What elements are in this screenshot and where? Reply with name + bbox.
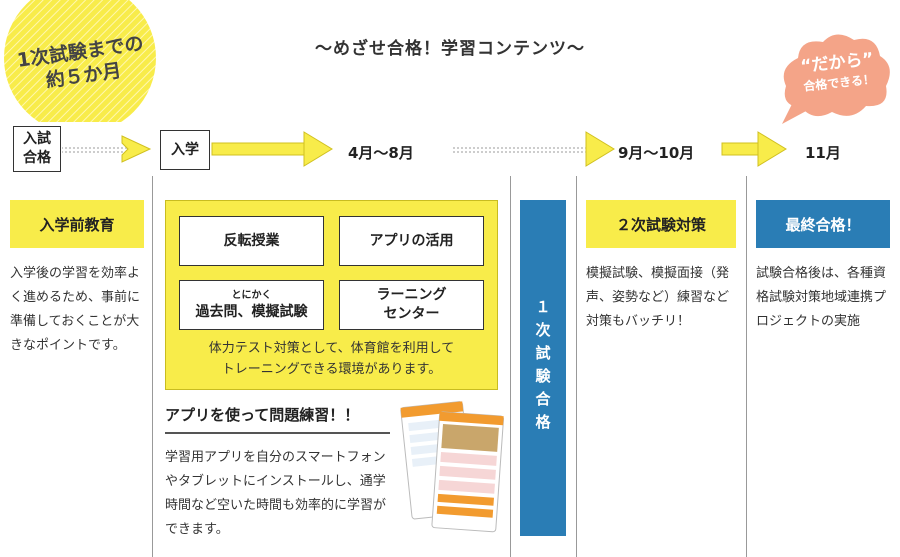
stage1-line-1: 入試 [23, 131, 51, 147]
app-title-underline [165, 432, 390, 434]
learning-center-line-1: ラーニング [376, 287, 447, 303]
arrow-3-icon [452, 131, 615, 167]
final-pass-text: 試験合格後は、各種資格試験対策地域連携プロジェクトの実施 [756, 266, 887, 329]
arrow-1-icon [62, 135, 152, 163]
final-pass-heading: 最終合格！ [756, 200, 890, 248]
learning-center-box: ラーニング センター [339, 280, 484, 330]
column-divider-4 [746, 176, 747, 557]
months-burst-badge [0, 0, 172, 122]
timeline-arrows [62, 131, 787, 167]
cloud-bubble-icon [782, 34, 890, 124]
flipped-class-label: 反転授業 [223, 232, 280, 249]
arrow-2-icon [211, 131, 333, 167]
pre-education-text: 入学後の学習を効率よく進めるため、事前に準備しておくことが大きなポイントです。 [10, 266, 141, 353]
arrow-4-icon [721, 131, 787, 167]
flipped-class-box: 反転授業 [179, 216, 324, 266]
month-nov: 11月 [805, 144, 841, 162]
past-exams-small-label: とにかく [231, 289, 272, 301]
column-divider-1 [152, 176, 153, 557]
stage-enrollment: 入学 [160, 130, 210, 170]
pre-education-heading: 入学前教育 [10, 200, 144, 248]
app-usage-box: アプリの活用 [339, 216, 484, 266]
first-exam-pass-bar: １次試験合格 [520, 200, 566, 536]
speech-bubble [778, 28, 896, 128]
app-usage-label: アプリの活用 [369, 232, 454, 249]
month-sep-oct: 9月〜10月 [618, 144, 695, 162]
gym-note-line-1: 体力テスト対策として、体育館を利用して [208, 341, 455, 356]
learning-center-line-2: センター [383, 306, 440, 322]
page-title: 〜めざせ合格！学習コンテンツ〜 [315, 39, 585, 59]
second-exam-text: 模擬試験、模擬面接（発声、姿勢など）練習など対策もバッチリ！ [586, 266, 730, 329]
burst-shape-icon [4, 0, 156, 122]
column-divider-2 [510, 176, 511, 557]
month-apr-aug: 4月〜8月 [348, 144, 414, 162]
app-practice-title: アプリを使って問題練習！！ [165, 406, 360, 424]
gym-note-line-2: トレーニングできる環境があります。 [221, 362, 442, 377]
stage1-line-2: 合格 [23, 150, 51, 166]
stage-entrance-exam-pass: 入試 合格 [13, 126, 61, 172]
column-divider-3 [576, 176, 577, 557]
past-exams-box: とにかく 過去問、模擬試験 [179, 280, 324, 330]
smartphone-app-screens-icon [400, 401, 504, 533]
past-exams-label: 過去問、模擬試験 [195, 303, 308, 320]
app-practice-text: 学習用アプリを自分のスマートフォンやタブレットにインストールし、通学時間など空い… [165, 450, 387, 537]
second-exam-heading: ２次試験対策 [586, 200, 736, 248]
gym-note: 体力テスト対策として、体育館を利用して トレーニングできる環境があります。 [165, 338, 498, 380]
